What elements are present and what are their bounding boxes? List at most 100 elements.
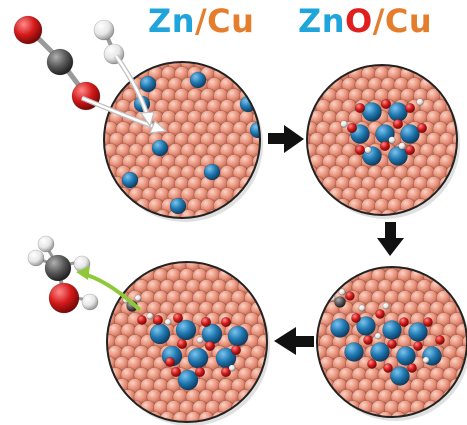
zinc-atom [400, 124, 420, 144]
oxygen-atom [48, 282, 80, 314]
hydrogen-atom [37, 235, 55, 253]
oxygen-atom [13, 15, 43, 45]
copper-atom [263, 345, 267, 361]
hydrogen-atom [388, 136, 396, 144]
hydrogen-atom [422, 356, 430, 364]
copper-atom [325, 389, 342, 405]
panel-zno-cu-methanol-release [107, 262, 267, 422]
oxygen-atom [172, 312, 184, 324]
panel-zn-cu-surface [104, 62, 260, 218]
arrow-down [377, 222, 404, 256]
zinc-atom [388, 102, 408, 122]
methanol-pointer-arrow [76, 266, 142, 312]
zinc-atom [382, 320, 402, 340]
zinc-atom [169, 197, 187, 215]
hydrogen-atom [27, 249, 45, 267]
zinc-atom [330, 318, 350, 338]
title-zn-2: Zn [298, 2, 345, 40]
oxygen-atom [404, 102, 416, 114]
copper-atom [380, 209, 397, 215]
hydrogen-atom [416, 98, 424, 106]
zinc-atom [151, 139, 169, 157]
panel-zno-cu-surface [307, 65, 457, 215]
oxygen-atom [345, 291, 355, 301]
oxygen-atom [407, 363, 417, 373]
zinc-atom [187, 347, 209, 369]
copper-atom [390, 411, 407, 417]
hydrogen-atom [134, 294, 142, 302]
oxygen-atom [380, 98, 392, 110]
zinc-atom [177, 369, 199, 391]
hydrogen-atom [146, 312, 154, 320]
oxygen-atom [404, 144, 416, 156]
panel-border-3 [316, 266, 467, 418]
zinc-atom [203, 163, 221, 181]
zinc-atom [396, 346, 416, 366]
zinc-atom [227, 325, 249, 347]
oxygen-atom [220, 316, 232, 328]
hydrogen-atom [374, 332, 382, 340]
oxygen-atom [435, 335, 445, 345]
hydrogen-atom [93, 19, 115, 41]
copper-atom [315, 187, 332, 203]
oxygen-atom [220, 366, 232, 378]
zinc-atom [388, 146, 408, 166]
oxygen-atom [204, 340, 216, 352]
panel-border-1 [103, 61, 261, 219]
oxygen-atom [354, 144, 366, 156]
copper-atom [122, 198, 138, 214]
oxygen-atom [137, 315, 147, 325]
arrow-left [274, 327, 314, 355]
copper-atom [263, 323, 267, 339]
hydrogen-atom [164, 318, 172, 326]
oxygen-atom [379, 140, 391, 152]
carbon-atom [44, 254, 72, 282]
oxygen-atom [200, 316, 212, 328]
oxygen-atom [164, 356, 176, 368]
title-cu: Cu [207, 2, 255, 40]
copper-atom [377, 411, 394, 417]
oxygen-atom [194, 366, 206, 378]
zinc-atom [356, 316, 376, 336]
methanol-molecule [27, 235, 99, 314]
hydrogen-atom [340, 120, 348, 128]
oxygen-atom [176, 338, 188, 350]
hydrogen-atom [196, 336, 204, 344]
oxygen-atom [170, 366, 182, 378]
title-zno-cu: ZnO/Cu [298, 1, 432, 41]
oxygen-atom [383, 363, 393, 373]
oxygen-atom [375, 309, 385, 319]
oxygen-atom [413, 341, 423, 351]
zinc-atom [121, 171, 139, 189]
hydrogen-atom [338, 288, 346, 296]
oxygen-atom [152, 314, 164, 326]
hydrogen-atom [228, 364, 236, 372]
copper-atom [104, 143, 106, 159]
arrow-right [268, 125, 304, 153]
oxygen-atom [392, 118, 404, 130]
oxygen-atom [423, 317, 433, 327]
oxygen-atom [416, 122, 428, 134]
zinc-atom [189, 71, 207, 89]
oxygen-atom [346, 122, 358, 134]
oxygen-atom [354, 102, 366, 114]
title-zn: Zn [148, 2, 195, 40]
panel-border-2 [306, 64, 458, 216]
hydrogen-atom [398, 142, 406, 150]
hydrogen-atom [358, 304, 366, 312]
hydrogen-atom [81, 293, 99, 311]
co2-pointer-arrow [81, 95, 168, 134]
co2-molecule [13, 15, 101, 111]
hydrogen-atom [382, 302, 390, 310]
title-o: O [344, 2, 373, 40]
oxygen-atom [367, 359, 377, 369]
oxygen-atom [363, 335, 373, 345]
carbon-atom [46, 48, 74, 76]
zinc-atom [139, 75, 157, 93]
zinc-atom [362, 102, 382, 122]
hydrogen-atom [364, 146, 372, 154]
h2-pointer-arrow [113, 54, 155, 128]
title-cu-2: Cu [384, 2, 433, 40]
oxygen-atom [387, 339, 397, 349]
